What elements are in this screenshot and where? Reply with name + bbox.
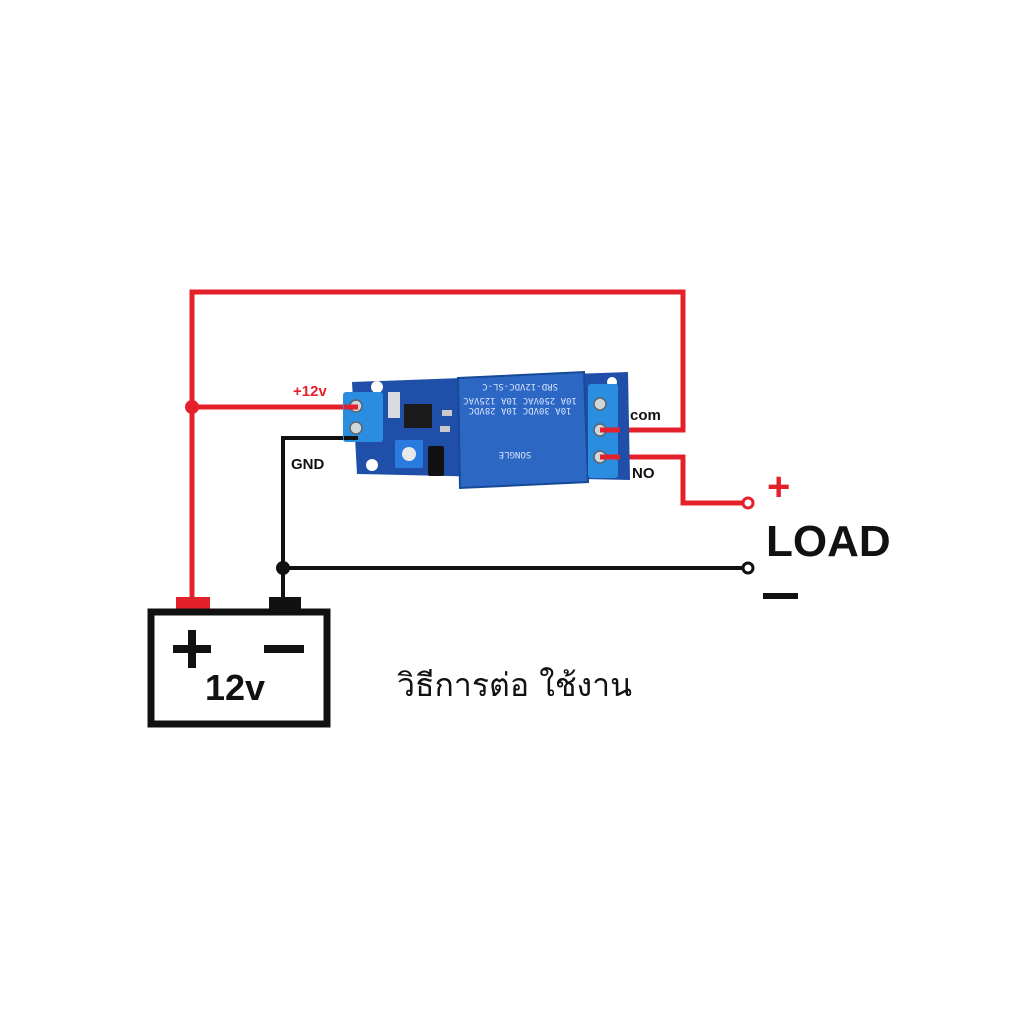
junction-dot-positive (185, 400, 199, 414)
load-plus-terminal (741, 496, 755, 510)
relay-rating-print: 10A 250VAC 10A 125VAC (463, 395, 577, 405)
relay-body (456, 370, 590, 490)
caption-wiring-method: วิธีการต่อ ใช้งาน (397, 666, 632, 704)
load-minus-terminal (741, 561, 755, 575)
label-no: NO (632, 465, 655, 482)
load-label: LOAD (766, 517, 891, 566)
relay-model-print: SRD-12VDC-SL-C (482, 381, 558, 391)
battery-plus-symbol (188, 630, 196, 668)
label-plus-12v: +12v (293, 383, 327, 400)
battery-minus-post (269, 597, 301, 611)
battery-minus-symbol (264, 645, 304, 653)
timer-ic (404, 404, 432, 428)
input-screw (349, 421, 363, 435)
battery-voltage: 12v (205, 667, 265, 708)
load-minus-sign (763, 593, 798, 599)
load-plus-sign: + (767, 465, 790, 509)
wire-battery-plus-to-top-loop (189, 289, 686, 600)
label-gnd: GND (291, 456, 325, 473)
pcb-mount-hole (366, 459, 378, 471)
battery: 12v (147, 597, 331, 728)
negative-wires (281, 436, 744, 600)
potentiometer-knob (402, 447, 416, 461)
relay-rating-print: 10A 30VDC 10A 28VDC (469, 405, 572, 415)
relay-brand-print: SONGLE (499, 449, 532, 459)
battery-body (147, 608, 331, 728)
capacitor (428, 446, 444, 476)
smd-part (440, 426, 450, 432)
input-terminal-block (343, 392, 383, 442)
indicator-led (388, 392, 400, 418)
output-screw (593, 397, 607, 411)
wire-no-to-load-plus (600, 454, 744, 506)
smd-part (442, 410, 452, 416)
wire-gnd-to-battery-minus (281, 436, 357, 600)
junction-dot-negative (276, 561, 290, 575)
label-com: com (630, 407, 661, 424)
pcb-mount-hole (371, 381, 383, 393)
relay-module: SRD-12VDC-SL-C 10A 250VAC 10A 125VAC 10A… (343, 370, 630, 490)
positive-wires (189, 289, 744, 600)
battery-plus-post (176, 597, 210, 611)
